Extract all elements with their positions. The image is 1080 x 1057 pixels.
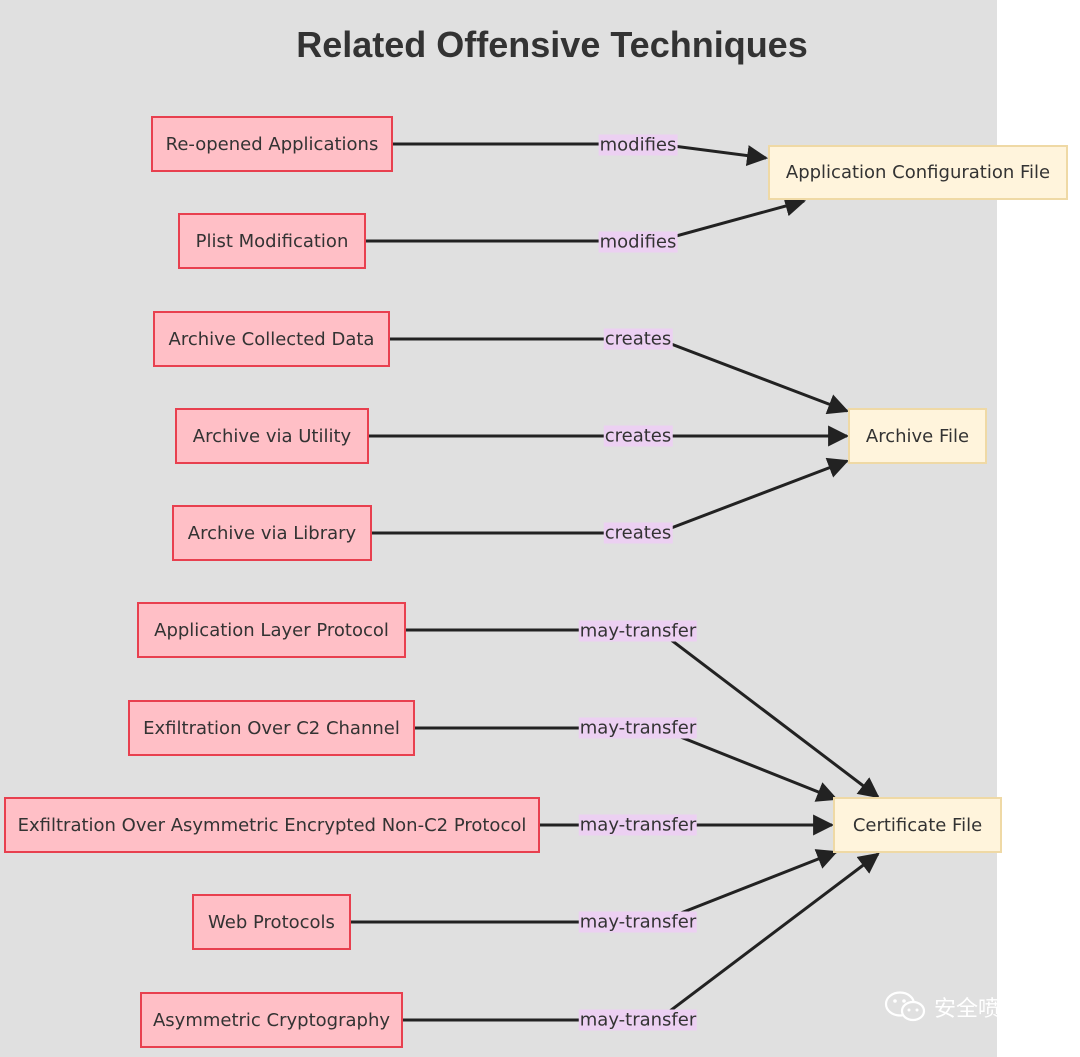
diagram-title: Related Offensive Techniques xyxy=(296,24,808,65)
edge-exfiltration-over-c2-channel-to-certificate-file xyxy=(415,726,838,802)
edge-label: creates xyxy=(603,425,673,447)
edge-label: creates xyxy=(603,328,673,350)
edge-label: modifies xyxy=(598,134,678,156)
edge-application-layer-protocol-to-certificate-file xyxy=(406,628,880,799)
node-exfiltration-over-c2-channel: Exfiltration Over C2 Channel xyxy=(128,700,415,756)
node-archive-collected-data: Archive Collected Data xyxy=(153,311,390,367)
node-archive-via-utility: Archive via Utility xyxy=(175,408,369,464)
node-reopened-applications: Re-opened Applications xyxy=(151,116,393,172)
edge-plist-modification-to-application-configuration-file xyxy=(366,195,807,243)
node-application-configuration-file: Application Configuration File xyxy=(768,145,1068,200)
edge-label: creates xyxy=(603,522,673,544)
node-plist-modification: Plist Modification xyxy=(178,213,366,269)
edge-label: may-transfer xyxy=(578,1009,698,1031)
edge-label: may-transfer xyxy=(578,814,698,836)
watermark: 安全喷子 xyxy=(884,990,1022,1024)
watermark-text: 安全喷子 xyxy=(934,997,1023,1022)
node-web-protocols: Web Protocols xyxy=(192,894,351,950)
edge-reopened-applications-to-application-configuration-file xyxy=(393,142,769,166)
node-archive-via-library: Archive via Library xyxy=(172,505,372,561)
node-application-layer-protocol: Application Layer Protocol xyxy=(137,602,406,658)
wechat-icon xyxy=(884,991,926,1022)
edge-label: may-transfer xyxy=(578,717,698,739)
edge-label: may-transfer xyxy=(578,911,698,933)
node-exfiltration-over-asymmetric: Exfiltration Over Asymmetric Encrypted N… xyxy=(4,797,540,853)
node-archive-file: Archive File xyxy=(848,408,987,464)
edge-label: modifies xyxy=(598,231,678,253)
node-certificate-file: Certificate File xyxy=(833,797,1002,853)
node-asymmetric-cryptography: Asymmetric Cryptography xyxy=(140,992,403,1048)
edge-label: may-transfer xyxy=(578,620,698,642)
edge-archive-collected-data-to-archive-file xyxy=(390,337,849,415)
edge-asymmetric-cryptography-to-certificate-file xyxy=(403,852,880,1022)
